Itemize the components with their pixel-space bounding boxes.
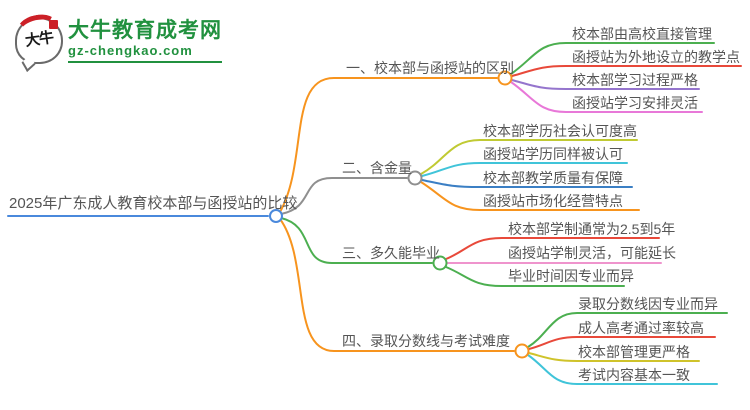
branch-2-child-1-label: 校本部学历社会认可度高 bbox=[483, 123, 637, 139]
edge-branch-1-child-4 bbox=[510, 81, 703, 113]
edge-root-branch-3 bbox=[280, 217, 433, 264]
branch-1-child-1-label: 校本部由高校直接管理 bbox=[572, 26, 712, 42]
branch-3-child-2-label: 函授站学制灵活，可能延长 bbox=[508, 245, 676, 261]
root-topic-label: 2025年广东成人教育校本部与函授站的比较 bbox=[9, 195, 298, 212]
edge-branch-4-child-2 bbox=[528, 336, 716, 350]
branch-4-child-4-label: 考试内容基本一致 bbox=[578, 367, 690, 383]
edge-branch-2-child-2 bbox=[421, 162, 628, 177]
branch-1-child-2-label: 函授站为外地设立的教学点 bbox=[572, 49, 740, 65]
edge-branch-2-child-3 bbox=[421, 179, 633, 188]
branch-4-child-2-label: 成人高考通过率较高 bbox=[578, 320, 704, 336]
branch-3-child-1-label: 校本部学制通常为2.5到5年 bbox=[508, 221, 676, 237]
edge-root-branch-2 bbox=[280, 177, 408, 215]
node-root bbox=[269, 209, 283, 223]
node-branch-1 bbox=[497, 70, 513, 86]
branch-2-child-3-label: 校本部教学质量有保障 bbox=[483, 170, 623, 186]
logo-title: 大牛教育成考网 bbox=[68, 19, 222, 42]
branch-4-child-1-label: 录取分数线因专业而异 bbox=[578, 296, 718, 312]
logo-mark-text: 大牛 bbox=[24, 29, 55, 50]
branch-1-child-3-label: 校本部学习过程严格 bbox=[572, 72, 698, 88]
branch-4-label: 四、录取分数线与考试难度 bbox=[342, 333, 510, 349]
branch-2-child-2-label: 函授站学历同样被认可 bbox=[483, 146, 623, 162]
branch-2-label: 二、含金量 bbox=[342, 160, 412, 176]
node-branch-2 bbox=[407, 170, 423, 186]
edge-branch-1-child-3 bbox=[511, 79, 700, 90]
branch-2-child-4-label: 函授站市场化经营特点 bbox=[483, 193, 623, 209]
logo-subtitle: gz-chengkao.com bbox=[68, 43, 193, 58]
branch-4-child-3-label: 校本部管理更严格 bbox=[578, 344, 690, 360]
edge-branch-3-child-3 bbox=[445, 266, 625, 287]
edge-root-branch-1 bbox=[279, 77, 498, 213]
branch-3-label: 三、多久能毕业 bbox=[342, 245, 440, 261]
edge-branch-1-child-1 bbox=[510, 42, 715, 75]
edge-branch-1-child-2 bbox=[511, 65, 742, 77]
edge-branch-3-child-1 bbox=[445, 237, 660, 260]
branch-1-label: 一、校本部与函授站的区别 bbox=[346, 60, 514, 76]
edge-root-branch-4 bbox=[279, 218, 515, 352]
logo-bubble-tail bbox=[21, 54, 36, 73]
edge-branch-4-child-1 bbox=[527, 312, 728, 348]
edge-branch-4-child-4 bbox=[527, 354, 718, 385]
logo-text-block: 大牛教育成考网 gz-chengkao.com bbox=[68, 19, 222, 63]
edge-branch-4-child-3 bbox=[528, 352, 700, 362]
node-branch-3 bbox=[432, 255, 448, 271]
site-logo: 大牛 大牛教育成考网 gz-chengkao.com bbox=[0, 0, 280, 80]
edge-branch-2-child-1 bbox=[420, 139, 638, 175]
branch-3-child-3-label: 毕业时间因专业而异 bbox=[508, 268, 634, 284]
edge-branch-2-child-4 bbox=[420, 181, 640, 211]
daniu-logo-icon: 大牛 bbox=[14, 11, 63, 73]
node-branch-4 bbox=[514, 343, 530, 359]
logo-red-seal-icon bbox=[49, 20, 58, 29]
branch-1-child-4-label: 函授站学习安排灵活 bbox=[572, 95, 698, 111]
